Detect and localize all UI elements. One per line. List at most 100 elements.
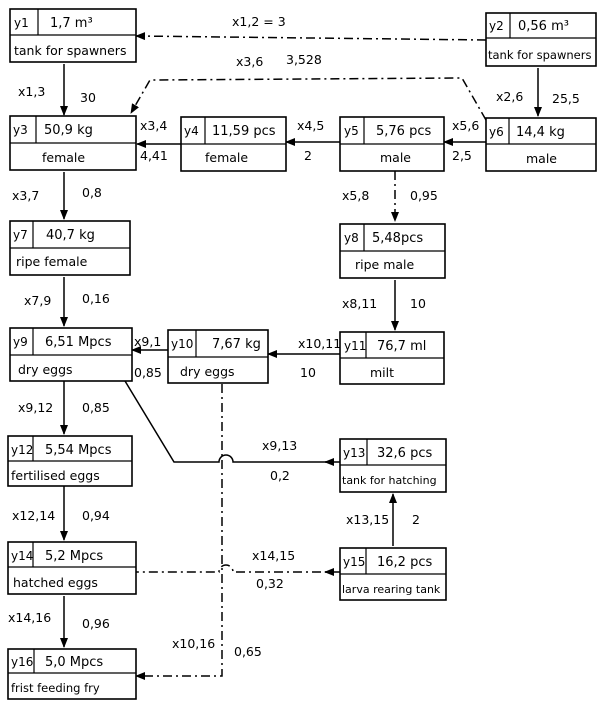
- coef-x5-8: x5,8: [342, 188, 369, 203]
- coef-x5-6: x5,6: [452, 118, 479, 133]
- value-x14-16: 0,96: [82, 616, 110, 631]
- node-y5-id: y5: [344, 124, 359, 138]
- coef-x14-15: x14,15: [252, 548, 295, 563]
- node-y4-value: 11,59 pcs: [212, 124, 276, 139]
- value-x8-11: 10: [410, 296, 426, 311]
- node-y2-value: 0,56 m³: [518, 19, 569, 34]
- node-y9-value: 6,51 Mpcs: [45, 335, 112, 350]
- node-y8-label: ripe male: [355, 257, 415, 272]
- node-y15-value: 16,2 pcs: [377, 555, 432, 570]
- node-y1-id: y1: [14, 16, 29, 30]
- value-x9-1: 0,85: [134, 365, 162, 380]
- edge-x9-13: [124, 380, 340, 463]
- value-x12-14: 0,94: [82, 508, 110, 523]
- node-y2-id: y2: [489, 19, 504, 33]
- coef-x13-15: x13,15: [346, 512, 389, 527]
- node-y13-label: tank for hatching: [342, 474, 437, 487]
- node-y8-id: y8: [344, 231, 359, 245]
- value-x10-16: 0,65: [234, 644, 262, 659]
- node-y2-box: [485, 12, 597, 67]
- value-x3-6: 3,528: [286, 52, 322, 67]
- node-y13-id: y13: [343, 446, 365, 460]
- coef-x4-5: x4,5: [297, 118, 324, 133]
- node-y1-label: tank for spawners: [14, 43, 126, 58]
- node-y8-value: 5,48pcs: [372, 231, 423, 246]
- node-y11: y11 76,7 ml milt: [339, 331, 445, 385]
- edge-x14-15: [136, 564, 340, 573]
- node-y3: y3 50,9 kg female: [9, 115, 137, 171]
- node-y4-label: female: [205, 150, 248, 165]
- node-y2: y2 0,56 m³ tank for spawners: [485, 12, 597, 67]
- value-x10-11: 10: [300, 365, 316, 380]
- node-y6: y6 14,4 kg male: [485, 117, 597, 172]
- node-y15: y15 16,2 pcs larva rearing tank: [339, 547, 447, 601]
- coef-x1-2: x1,2 = 3: [232, 14, 286, 29]
- coef-x2-6: x2,6: [496, 89, 523, 104]
- node-y14: y14 5,2 Mpcs hatched eggs: [7, 541, 137, 595]
- node-y5: y5 5,76 pcs male: [339, 116, 445, 172]
- coef-x3-4: x3,4: [140, 118, 167, 133]
- node-y9-id: y9: [13, 335, 28, 349]
- value-x1-3: 30: [80, 90, 96, 105]
- node-y1-value: 1,7 m³: [50, 16, 93, 31]
- node-y14-label: hatched eggs: [13, 575, 98, 590]
- node-y7-value: 40,7 kg: [46, 228, 95, 243]
- node-y10-label: dry eggs: [180, 364, 235, 379]
- node-y1: y1 1,7 m³ tank for spawners: [9, 8, 137, 63]
- coef-x9-1: x9,1: [134, 334, 161, 349]
- edge-x10-16: [135, 384, 223, 680]
- node-y12-value: 5,54 Mpcs: [45, 443, 112, 458]
- node-y7: y7 40,7 kg ripe female: [9, 220, 131, 276]
- value-x5-8: 0,95: [410, 188, 438, 203]
- value-x14-15: 0,32: [256, 576, 284, 591]
- edge-x3-6: [130, 77, 487, 121]
- coef-x3-7: x3,7: [12, 188, 39, 203]
- value-x9-12: 0,85: [82, 400, 110, 415]
- node-y6-label: male: [526, 151, 557, 166]
- node-y11-id: y11: [344, 339, 366, 353]
- coef-x10-16: x10,16: [172, 636, 215, 651]
- node-y9-label: dry eggs: [18, 362, 73, 377]
- coef-x12-14: x12,14: [12, 508, 55, 523]
- coef-x14-16: x14,16: [8, 610, 51, 625]
- node-y7-label: ripe female: [16, 254, 88, 269]
- value-x3-4: 4,41: [140, 148, 168, 163]
- node-y9: y9 6,51 Mpcs dry eggs: [9, 327, 133, 382]
- node-y4: y4 11,59 pcs female: [180, 116, 287, 172]
- nodes: y1 1,7 m³ tank for spawners y2 0,56 m³ t…: [7, 8, 597, 700]
- node-y3-value: 50,9 kg: [44, 123, 93, 138]
- node-y16-box: [7, 648, 137, 700]
- coef-x3-6: x3,6: [236, 54, 263, 69]
- value-x5-6: 2,5: [452, 148, 472, 163]
- edge-labels: x1,2 = 3 x1,3 30 x3,6 3,528 x2,6 25,5 x3…: [8, 14, 580, 659]
- node-y5-value: 5,76 pcs: [376, 124, 431, 139]
- node-y3-id: y3: [13, 123, 28, 137]
- node-y8: y8 5,48pcs ripe male: [339, 223, 446, 279]
- node-y13-value: 32,6 pcs: [377, 446, 432, 461]
- node-y10-value: 7,67 kg: [212, 337, 261, 352]
- node-y16-label: frist feeding fry: [11, 681, 100, 695]
- node-y15-label: larva rearing tank: [342, 583, 441, 596]
- node-y12-id: y12: [11, 443, 33, 457]
- node-y16-id: y16: [11, 655, 33, 669]
- node-y14-box: [7, 541, 137, 595]
- node-y16-value: 5,0 Mpcs: [45, 655, 103, 670]
- value-x3-7: 0,8: [82, 185, 102, 200]
- value-x13-15: 2: [412, 512, 420, 527]
- coef-x9-12: x9,12: [18, 400, 53, 415]
- coef-x9-13: x9,13: [262, 438, 297, 453]
- coef-x8-11: x8,11: [342, 296, 377, 311]
- node-y4-id: y4: [184, 124, 199, 138]
- node-y6-id: y6: [489, 125, 504, 139]
- value-x9-13: 0,2: [270, 468, 290, 483]
- node-y3-label: female: [42, 150, 85, 165]
- coef-x7-9: x7,9: [24, 293, 51, 308]
- node-y12-label: fertilised eggs: [11, 468, 100, 483]
- value-x4-5: 2: [304, 148, 312, 163]
- node-y6-value: 14,4 kg: [516, 125, 565, 140]
- coef-x10-11: x10,11: [298, 336, 341, 351]
- node-y11-value: 76,7 ml: [377, 339, 426, 354]
- node-y10: y10 7,67 kg dry eggs: [167, 329, 269, 384]
- node-y15-id: y15: [343, 555, 365, 569]
